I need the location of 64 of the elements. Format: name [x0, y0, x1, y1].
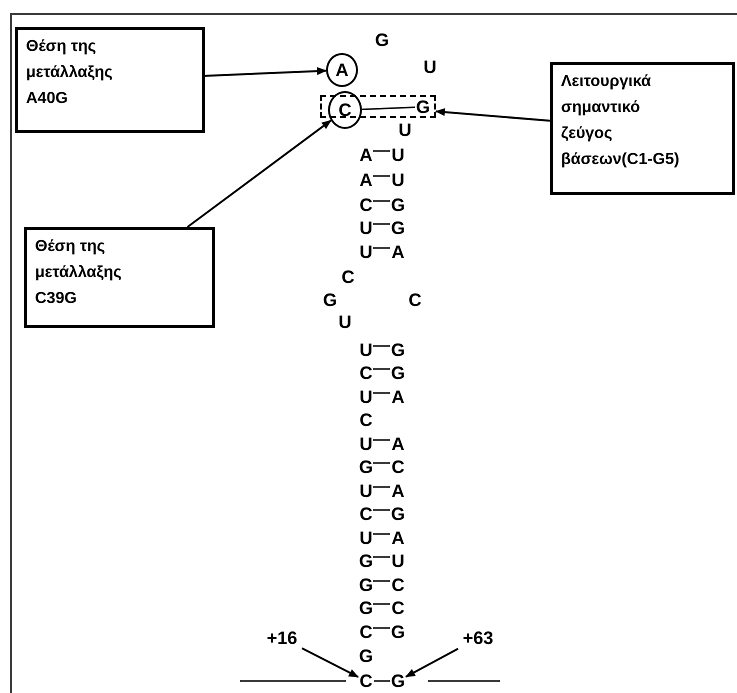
nucleotide: C	[358, 362, 374, 384]
callout-box	[550, 62, 735, 195]
nucleotide: U	[358, 241, 374, 263]
nucleotide: A	[358, 169, 374, 191]
nucleotide: C	[390, 456, 406, 478]
nucleotide: C	[358, 503, 374, 525]
nucleotide: U	[358, 433, 374, 455]
nucleotide: G	[358, 645, 374, 667]
nucleotide: G	[390, 670, 406, 692]
nucleotide: U	[390, 550, 406, 572]
nucleotide: C	[358, 670, 374, 692]
nucleotide: G	[390, 362, 406, 384]
arrow	[435, 108, 550, 122]
dashed-highlight-box	[320, 95, 436, 118]
callout-text: Θέση της μετάλλαξης A40G	[26, 37, 114, 109]
nucleotide: C	[358, 409, 374, 431]
nucleotide: C	[390, 597, 406, 619]
nucleotide: G	[358, 456, 374, 478]
arrow	[405, 648, 458, 678]
nucleotide: U	[390, 144, 406, 166]
nucleotide: U	[358, 339, 374, 361]
nucleotide: C	[358, 621, 374, 643]
nucleotide: U	[422, 56, 438, 78]
callout-box	[24, 227, 215, 328]
nucleotide: G	[358, 597, 374, 619]
nucleotide: G	[390, 217, 406, 239]
callout-text: Θέση της μετάλλαξης C39G	[35, 237, 123, 309]
arrow	[204, 67, 327, 77]
nucleotide: U	[358, 527, 374, 549]
arrow	[302, 647, 359, 678]
nucleotide: A	[390, 241, 406, 263]
nucleotide: A	[358, 144, 374, 166]
nucleotide: G	[390, 194, 406, 216]
nucleotide: U	[338, 311, 352, 333]
nucleotide: U	[358, 217, 374, 239]
nucleotide: U	[398, 119, 412, 141]
nucleotide: G	[358, 550, 374, 572]
arrow	[186, 120, 332, 228]
nucleotide: G	[322, 289, 338, 311]
nucleotide: C	[358, 194, 374, 216]
nucleotide: C	[408, 289, 422, 311]
nucleotide: G	[390, 621, 406, 643]
circled-nucleotide: C	[328, 91, 362, 129]
callout-text: Λειτουργικά σημαντικό ζεύγος βάσεων(C1-G5)	[561, 72, 680, 170]
position-label: +16	[262, 627, 302, 649]
nucleotide: C	[390, 574, 406, 596]
nucleotide: G	[374, 29, 390, 51]
nucleotide: U	[358, 386, 374, 408]
nucleotide: G	[415, 96, 431, 118]
base-pair-bond	[374, 680, 390, 682]
nucleotide: U	[390, 169, 406, 191]
nucleotide: G	[390, 503, 406, 525]
nucleotide: G	[358, 574, 374, 596]
nucleotide: A	[390, 433, 406, 455]
nucleotide: A	[390, 480, 406, 502]
base-pair-bond	[362, 106, 416, 110]
nucleotide: G	[390, 339, 406, 361]
nucleotide: C	[340, 266, 356, 288]
nucleotide: U	[358, 480, 374, 502]
callout-box	[15, 27, 205, 133]
nucleotide: A	[390, 527, 406, 549]
circled-nucleotide: A	[326, 53, 358, 87]
position-label: +63	[458, 627, 498, 649]
nucleotide: A	[390, 386, 406, 408]
